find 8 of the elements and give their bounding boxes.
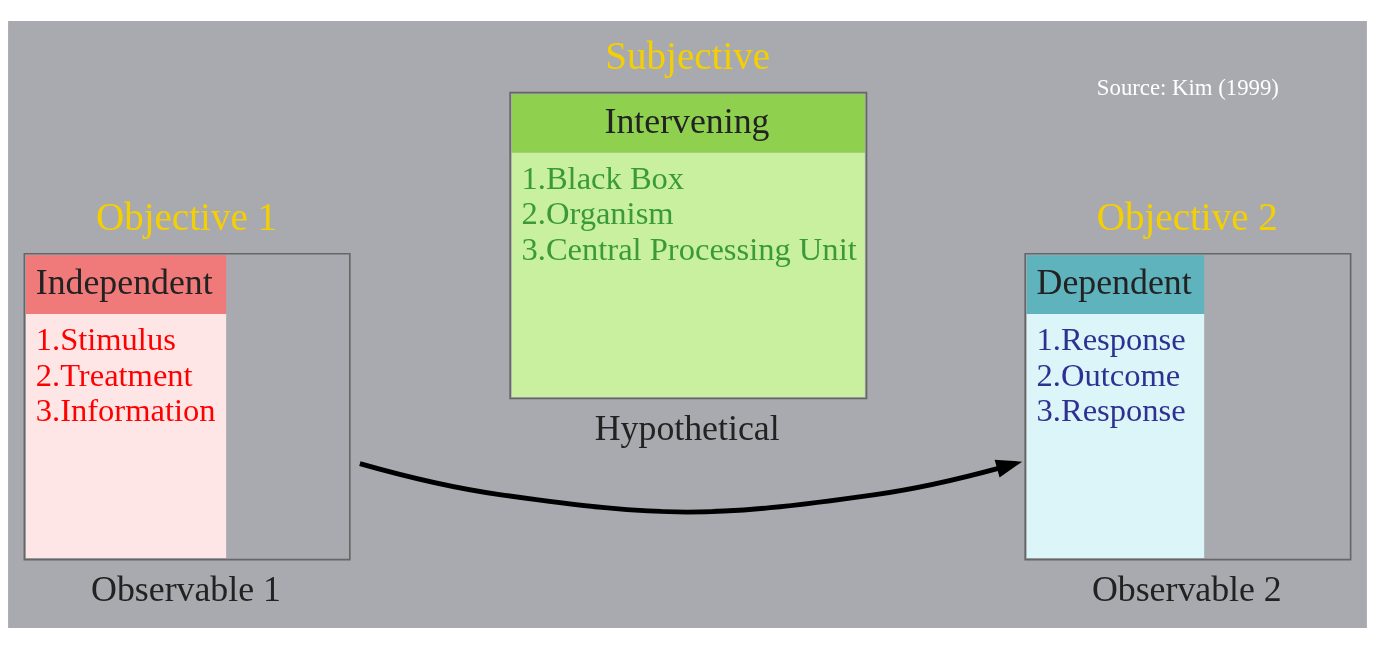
node-label: Observable 1: [91, 568, 281, 609]
node-label: Subjective: [605, 33, 771, 77]
label: Source: Kim (1999): [1096, 74, 1279, 100]
node-label: Objective 2: [1096, 194, 1278, 238]
node-label: Objective 1: [95, 194, 278, 238]
node-label: Observable 2: [1091, 568, 1282, 609]
node-label: Hypothetical: [594, 407, 780, 448]
arrow: [359, 459, 1023, 514]
